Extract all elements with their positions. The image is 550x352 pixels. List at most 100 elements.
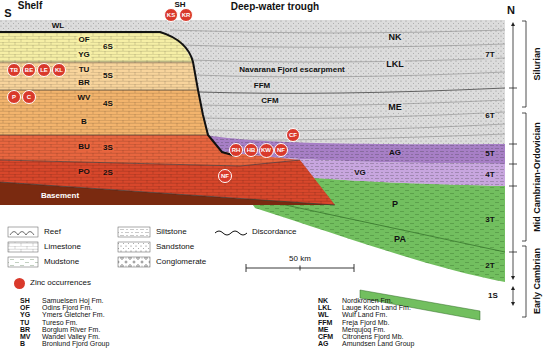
abbreviation: NK (318, 297, 328, 304)
zinc-occurrence: BE (22, 63, 36, 77)
sequence-label: 5S (102, 72, 114, 80)
formation-name: Wandel Valley Fm. (42, 333, 100, 340)
formation-name: Ymers Gletcher Fm. (42, 312, 105, 319)
formation-label: BU (77, 143, 91, 151)
formation-name: Tureso Fm. (42, 319, 78, 326)
conglomerate-sample (118, 257, 150, 267)
period-brackets (522, 21, 526, 317)
abbreviation: CFM (318, 333, 333, 340)
zinc-occurrence: RH (229, 143, 243, 157)
formation-label: PA (393, 235, 407, 244)
sequence-label: 3S (102, 144, 114, 152)
formation-label: PO (77, 168, 91, 176)
zinc-code: BE (25, 67, 33, 73)
legend-text: Zinc occurrences (30, 279, 91, 287)
zinc-occurrence: P (7, 90, 21, 104)
zinc-code: RH (232, 147, 241, 153)
zinc-occurrence: KL (52, 63, 66, 77)
abbreviation: WL (318, 312, 329, 319)
formation-name: Amundsen Land Group (342, 341, 414, 348)
feature-label: Navarana Fjord escarpment (238, 66, 345, 74)
sequence-label: 4T (484, 171, 495, 179)
formation-name: Odins Fjord Fm. (42, 305, 92, 312)
abbreviation: AG (318, 341, 329, 348)
legend-text: Siltstone (156, 228, 187, 236)
scale-label: 50 km (289, 255, 311, 263)
sequence-label: 6S (102, 43, 114, 51)
formation-label: B (80, 118, 88, 126)
legend-text: Sandstone (156, 243, 194, 251)
formation-label: P (391, 200, 399, 209)
abbreviation: B (20, 341, 25, 348)
abbreviation: YG (20, 312, 30, 319)
formation-label: FFM (253, 82, 271, 90)
sequence-label: 6T (484, 112, 495, 120)
formation-label: YG (77, 51, 91, 59)
compass-label: N (507, 5, 515, 17)
mudstone-sample (8, 257, 38, 267)
abbreviation: OF (20, 305, 30, 312)
formation-label: LKL (385, 60, 405, 69)
formation-name: Merqujoq Fm. (342, 326, 385, 333)
limestone-sample (8, 242, 38, 252)
formation-name: Freja Fjord Mb. (342, 319, 389, 326)
formation-label: WL (51, 22, 65, 30)
sequence-label: 4S (102, 100, 114, 108)
zinc-occurrence: NF (218, 169, 232, 183)
zinc-occurrence: KS (164, 8, 178, 22)
zinc-code: LE (40, 67, 48, 73)
formation-label: VG (353, 169, 367, 177)
reef-symbol (10, 232, 34, 236)
legend-text: Conglomerate (156, 258, 206, 266)
formation-name: Bronlund Fjord Group (42, 341, 109, 348)
formation-label: ME (387, 103, 403, 112)
zinc-code: HB (247, 147, 256, 153)
legend-text: Discordance (252, 228, 296, 236)
zinc-code: KR (182, 12, 191, 18)
sequence-label: 5T (484, 150, 495, 158)
formation-label: OF (77, 36, 90, 44)
zinc-occurrence: KR (179, 8, 193, 22)
legend-text: Limestone (44, 243, 81, 251)
abbreviation: MV (20, 333, 31, 340)
bedding-lines (170, 30, 505, 140)
sequence-label: 2S (102, 169, 114, 177)
abbreviation: BR (20, 326, 30, 333)
formation-label: BR (77, 79, 91, 87)
zinc-occurrence: NF (274, 143, 288, 157)
formation-boundary (262, 200, 505, 252)
legend-text: Mudstone (44, 258, 79, 266)
abbreviation: ME (318, 326, 329, 333)
legend-samples (8, 227, 247, 267)
reef-sample (8, 227, 38, 237)
zinc-occurrence: C (22, 90, 36, 104)
legend-text: Reef (44, 228, 61, 236)
formation-name: Citronens Fjord Mb. (342, 333, 403, 340)
zinc-code: C (27, 94, 31, 100)
sandstone-sample (118, 242, 150, 252)
discordance-symbol (215, 231, 247, 235)
abbreviation: FFM (318, 319, 332, 326)
sequence-label: 1S (488, 292, 498, 300)
scale-bar (246, 264, 354, 272)
siltstone-sample (118, 227, 150, 237)
formation-name: Nordkronen Fm. (342, 297, 393, 304)
zinc-code: KL (55, 67, 63, 73)
formation-name: Borglum River Fm. (42, 326, 100, 333)
zinc-occurrence: CF (286, 128, 300, 142)
formation-name: Samuelsen Hoj Fm. (42, 297, 103, 304)
region-label: Shelf (18, 1, 42, 12)
formation-label: AG (388, 149, 402, 157)
zinc-code: KW (261, 147, 271, 153)
legend-swatch (14, 278, 25, 289)
zinc-code: P (12, 94, 16, 100)
compass-label: S (4, 8, 11, 20)
formation-label: TU (78, 66, 91, 74)
zinc-occurrence: HB (244, 143, 258, 157)
abbreviation: LKL (318, 305, 332, 312)
formation-name: Lauge Koch Land Fm. (342, 305, 411, 312)
formation-name: Wulf Land Fm. (342, 312, 387, 319)
period-label: Mid Cambrian-Ordovician (533, 122, 542, 232)
zinc-code: NF (277, 147, 285, 153)
